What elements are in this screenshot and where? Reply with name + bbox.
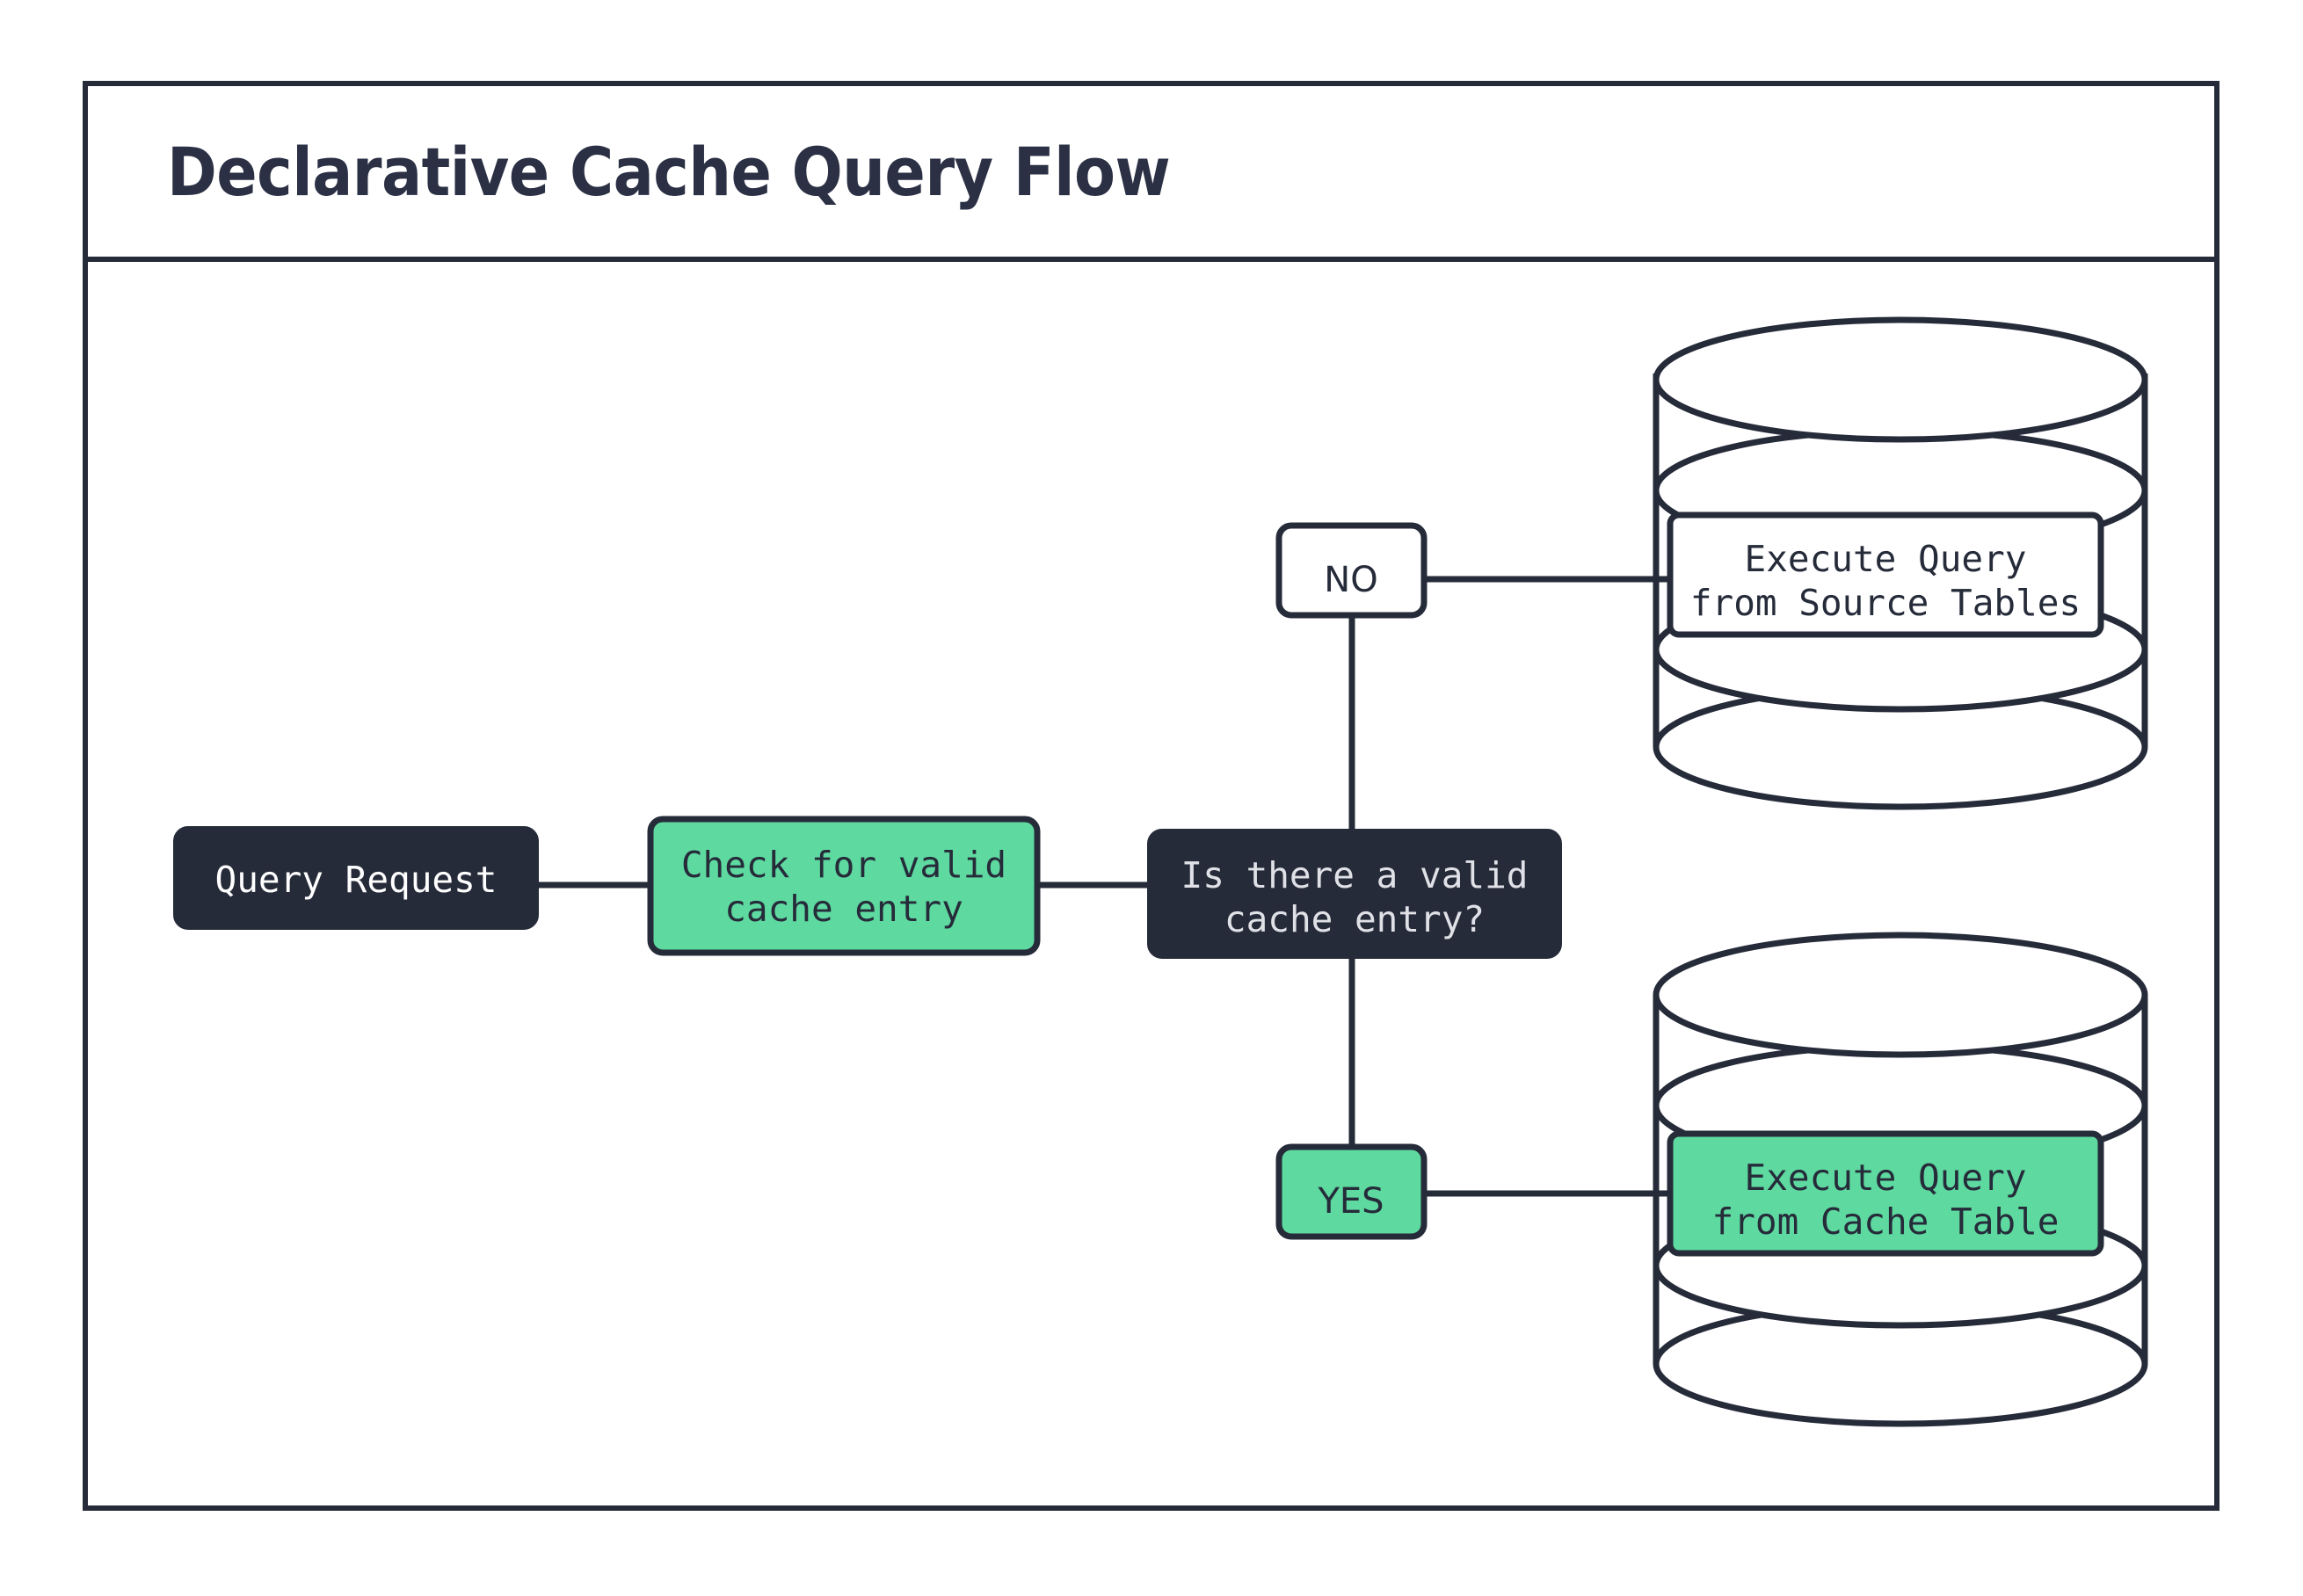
edge-label-no-text: NO — [1324, 560, 1377, 600]
node-execute-cache[interactable]: Execute Query from Cache Table — [1667, 1130, 2104, 1257]
node-check-cache[interactable]: Check for valid cache entry — [647, 816, 1041, 956]
edge-label-yes[interactable]: YES — [1275, 1143, 1428, 1240]
edge-label-no[interactable]: NO — [1275, 522, 1428, 619]
diagram-frame — [83, 81, 2219, 1511]
node-execute-source[interactable]: Execute Query from Source Tables — [1667, 511, 2104, 638]
node-decision-valid-cache[interactable]: Is there a valid cache entry? — [1147, 829, 1562, 959]
node-decision-line2: cache entry? — [1224, 898, 1485, 940]
edge-label-yes-text: YES — [1317, 1181, 1384, 1222]
node-check-cache-line1: Check for valid — [681, 844, 1006, 886]
node-execute-cache-line1: Execute Query — [1745, 1157, 2027, 1199]
node-check-cache-line2: cache entry — [724, 888, 963, 930]
node-decision-line1: Is there a valid — [1181, 854, 1529, 896]
page-title: Declarative Cache Query Flow — [167, 133, 1170, 211]
node-execute-source-line2: from Source Tables — [1690, 582, 2081, 624]
node-execute-cache-line2: from Cache Table — [1712, 1201, 2060, 1243]
node-query-request[interactable]: Query Request — [173, 826, 539, 930]
node-query-request-label: Query Request — [215, 859, 498, 901]
node-execute-source-line1: Execute Query — [1745, 538, 2027, 580]
